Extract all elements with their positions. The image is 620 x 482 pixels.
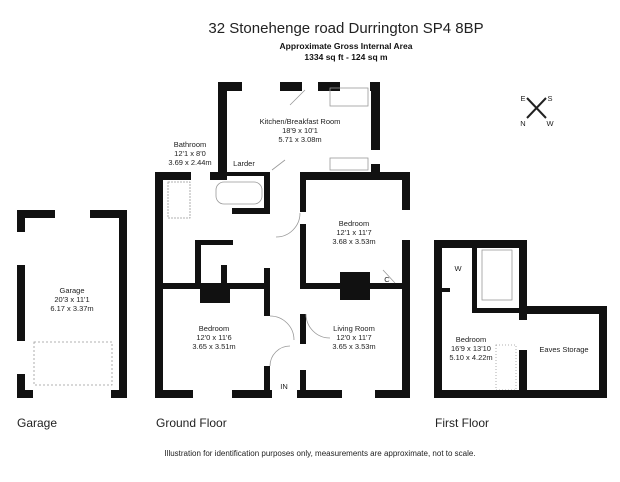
garage-label: Garage <box>59 286 84 295</box>
larder-label: Larder <box>233 159 255 168</box>
kitchen-label: Kitchen/Breakfast Room <box>260 117 341 126</box>
room-dimension: S <box>547 94 552 103</box>
bathroom-label: Bathroom <box>174 140 207 149</box>
eaves-storage-label: Eaves Storage <box>539 345 588 354</box>
fixtures <box>33 87 517 391</box>
room-dimension: 3.65 x 3.51m <box>192 342 235 351</box>
room-dimension: 12'1 x 11'7 <box>336 228 371 237</box>
room-dimension: 5.71 x 3.08m <box>278 135 321 144</box>
compass-icon: E S N W <box>520 94 554 128</box>
cupboard-label: C <box>384 275 390 284</box>
page-title: 32 Stonehenge road Durrington SP4 8BP <box>208 20 484 37</box>
room-dimension: 5.10 x 4.22m <box>449 353 492 362</box>
first-floor-walls <box>434 240 607 398</box>
bedroom-label: Bedroom <box>456 335 486 344</box>
entrance-label: IN <box>280 382 288 391</box>
area-value: 1334 sq ft - 124 sq m <box>304 52 388 62</box>
disclaimer: Illustration for identification purposes… <box>164 449 476 458</box>
room-dimension: 3.69 x 2.44m <box>168 158 211 167</box>
area-subtitle: Approximate Gross Internal Area <box>279 41 413 51</box>
room-dimension: 3.65 x 3.53m <box>332 342 375 351</box>
room-dimension: 12'1 x 8'0 <box>174 149 206 158</box>
wardrobe-label: W <box>454 264 462 273</box>
room-dimension: 20'3 x 11'1 <box>54 295 89 304</box>
living-room-label: Living Room <box>333 324 375 333</box>
room-dimension: 18'9 x 10'1 <box>282 126 318 135</box>
room-dimension: 12'0 x 11'7 <box>336 333 371 342</box>
floor-label-first: First Floor <box>435 416 489 430</box>
bedroom-label: Bedroom <box>339 219 369 228</box>
room-dimension: 6.17 x 3.37m <box>50 304 93 313</box>
floor-label-garage: Garage <box>17 416 58 430</box>
room-dimension: W <box>546 119 554 128</box>
room-dimension: 16'9 x 13'10 <box>451 344 491 353</box>
walls <box>17 82 410 398</box>
room-dimension: 3.68 x 3.53m <box>332 237 375 246</box>
room-dimension: E <box>520 94 525 103</box>
room-dimension: N <box>520 119 525 128</box>
bedroom-label: Bedroom <box>199 324 229 333</box>
floor-label-ground: Ground Floor <box>156 416 227 430</box>
room-dimension: 12'0 x 11'6 <box>196 333 231 342</box>
room-labels: Garage 20'3 x 11'1 6.17 x 3.37m Kitchen/… <box>50 117 588 391</box>
